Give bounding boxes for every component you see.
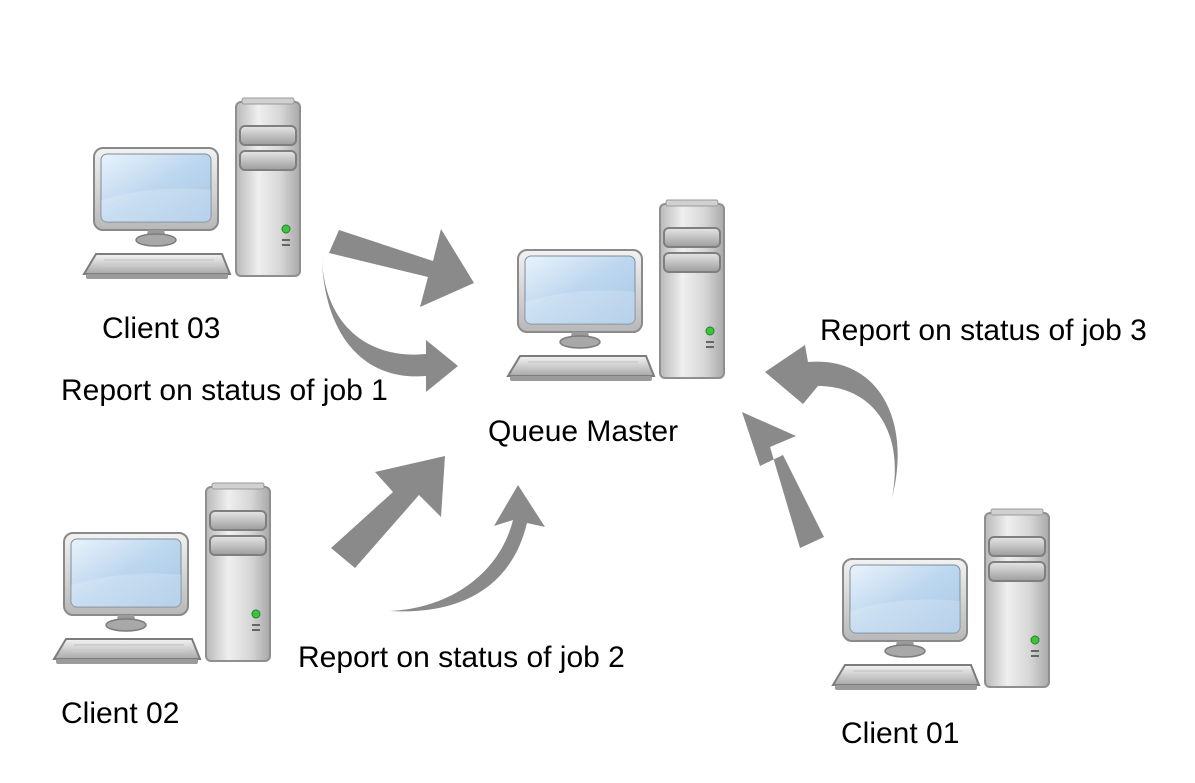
job-2-report-arrow xyxy=(390,485,545,612)
client-02-to-master-arrow xyxy=(331,456,445,568)
job-2-report-label: Report on status of job 2 xyxy=(298,641,625,674)
client-01-label: Client 01 xyxy=(841,717,960,750)
job-3-report-arrow xyxy=(765,345,898,498)
client-02-label: Client 02 xyxy=(61,697,180,730)
client-03-computer-icon xyxy=(83,97,301,280)
job-1-report-label: Report on status of job 1 xyxy=(61,374,388,407)
queue-master-computer-icon xyxy=(507,199,725,382)
client-01-computer-icon xyxy=(832,508,1050,691)
job-3-report-label: Report on status of job 3 xyxy=(820,314,1147,347)
queue-master-label: Queue Master xyxy=(488,415,679,448)
job-1-report-arrow xyxy=(322,254,458,392)
client-03-label: Client 03 xyxy=(102,312,221,345)
client-01-to-master-arrow xyxy=(742,412,824,548)
client-02-computer-icon xyxy=(53,482,271,665)
client-03-to-master-arrow xyxy=(329,229,474,307)
